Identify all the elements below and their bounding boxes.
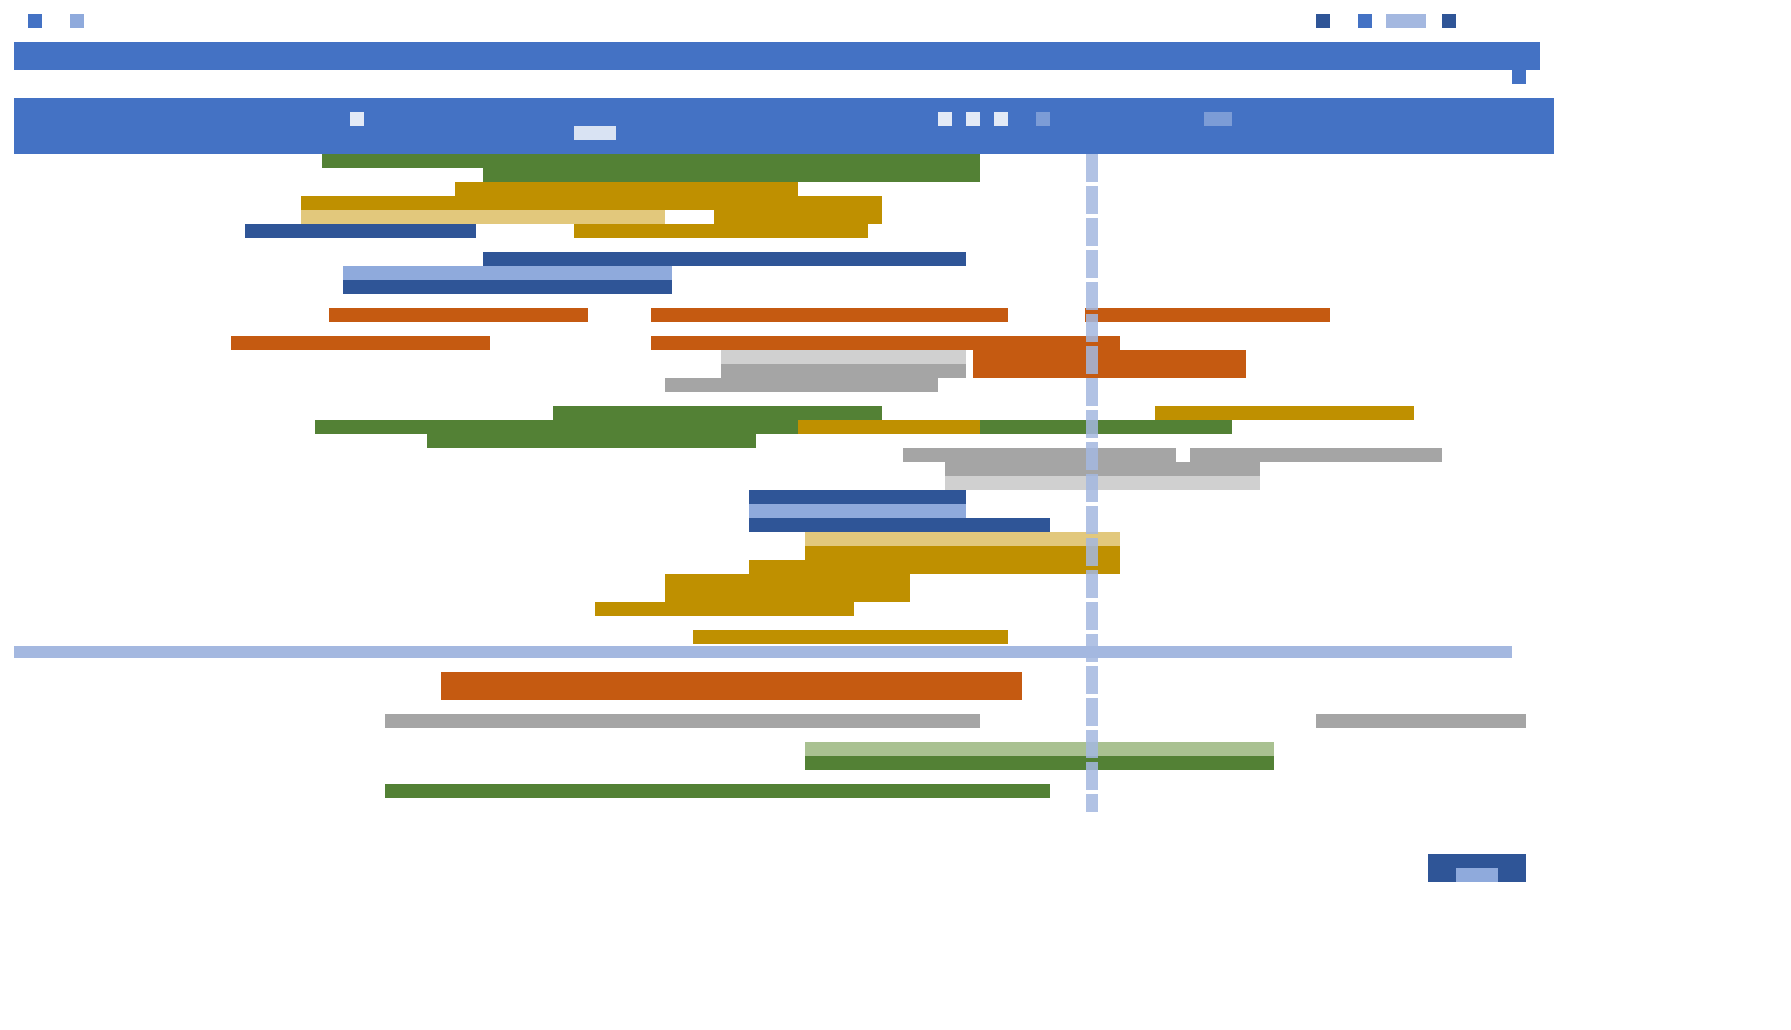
gantt-bar-row-2-0[interactable] bbox=[455, 182, 798, 196]
gantt-bar-row-27-0[interactable] bbox=[805, 532, 1120, 546]
timeline-tick-3 bbox=[938, 112, 952, 126]
timeline-tick-6 bbox=[1036, 112, 1050, 126]
gantt-bar-row-19-0[interactable] bbox=[315, 420, 798, 434]
legend-swatch-highlight bbox=[1456, 868, 1498, 882]
gantt-bar-row-19-2[interactable] bbox=[980, 420, 1232, 434]
timeline-header bbox=[14, 98, 1554, 154]
timeline-tick-5 bbox=[994, 112, 1008, 126]
gantt-bar-row-34-0[interactable] bbox=[693, 630, 1008, 644]
corner-mark-dark bbox=[28, 14, 42, 28]
gantt-bar-row-18-1[interactable] bbox=[1155, 406, 1414, 420]
toolbar-mark-3 bbox=[1386, 14, 1426, 28]
toolbar-mark-1 bbox=[1316, 14, 1330, 28]
gantt-bar-row-24-0[interactable] bbox=[749, 490, 966, 504]
gantt-bar-row-32-0[interactable] bbox=[595, 602, 854, 616]
gantt-bar-row-13-1[interactable] bbox=[651, 336, 1120, 350]
gantt-bar-row-29-0[interactable] bbox=[749, 560, 1120, 574]
gantt-bar-row-21-1[interactable] bbox=[1190, 448, 1442, 462]
gantt-bar-row-23-0[interactable] bbox=[945, 476, 1260, 490]
gantt-bar-row-40-0[interactable] bbox=[385, 714, 980, 728]
timeline-tick-1 bbox=[350, 112, 364, 126]
gantt-bar-row-22-0[interactable] bbox=[945, 462, 1260, 476]
gantt-bar-row-38-0[interactable] bbox=[441, 686, 1022, 700]
gantt-bar-row-5-1[interactable] bbox=[574, 224, 868, 238]
gantt-bar-row-43-0[interactable] bbox=[805, 756, 1274, 770]
gantt-bar-row-11-1[interactable] bbox=[651, 308, 1008, 322]
gantt-bar-row-37-0[interactable] bbox=[441, 672, 1022, 686]
timeline-tick-4 bbox=[966, 112, 980, 126]
header-band-top bbox=[14, 42, 1540, 70]
gantt-bar-row-15-1[interactable] bbox=[973, 364, 1246, 378]
gantt-bar-row-30-0[interactable] bbox=[665, 574, 910, 588]
gantt-bar-row-31-0[interactable] bbox=[665, 588, 910, 602]
section-divider bbox=[14, 646, 1512, 658]
gantt-bar-row-0-0[interactable] bbox=[322, 154, 980, 168]
gantt-bar-row-8-0[interactable] bbox=[343, 266, 672, 280]
gantt-bar-row-19-1[interactable] bbox=[798, 420, 980, 434]
toolbar-mark-4 bbox=[1442, 14, 1456, 28]
header-band-top-tab bbox=[1512, 70, 1526, 84]
gantt-bar-row-40-1[interactable] bbox=[1316, 714, 1526, 728]
gantt-bar-row-14-1[interactable] bbox=[973, 350, 1246, 364]
gantt-bar-row-28-0[interactable] bbox=[805, 546, 1120, 560]
gantt-bar-row-18-0[interactable] bbox=[553, 406, 882, 420]
gantt-bar-row-21-0[interactable] bbox=[903, 448, 1176, 462]
gantt-bar-row-45-0[interactable] bbox=[385, 784, 1050, 798]
gantt-bar-row-16-0[interactable] bbox=[665, 378, 938, 392]
gantt-bar-row-9-0[interactable] bbox=[343, 280, 672, 294]
gantt-bar-row-11-0[interactable] bbox=[329, 308, 588, 322]
gantt-bar-row-11-2[interactable] bbox=[1085, 308, 1330, 322]
gantt-bar-row-42-0[interactable] bbox=[805, 742, 1274, 756]
gantt-bar-row-20-0[interactable] bbox=[427, 434, 756, 448]
gantt-bar-row-4-1[interactable] bbox=[714, 210, 882, 224]
timeline-tick-2 bbox=[574, 126, 616, 140]
gantt-bar-row-15-0[interactable] bbox=[721, 364, 966, 378]
timeline-tick-7 bbox=[1204, 112, 1232, 126]
corner-mark-light bbox=[70, 14, 84, 28]
gantt-bar-row-1-0[interactable] bbox=[483, 168, 980, 182]
gantt-bar-row-25-0[interactable] bbox=[749, 504, 966, 518]
gantt-bar-row-13-0[interactable] bbox=[231, 336, 490, 350]
toolbar-mark-2 bbox=[1358, 14, 1372, 28]
gantt-bar-row-14-0[interactable] bbox=[721, 350, 966, 364]
gantt-bar-row-7-0[interactable] bbox=[483, 252, 966, 266]
gantt-bar-row-5-0[interactable] bbox=[245, 224, 476, 238]
gantt-bar-row-3-0[interactable] bbox=[301, 196, 882, 210]
gantt-bar-row-26-0[interactable] bbox=[749, 518, 1050, 532]
gantt-bar-row-4-0[interactable] bbox=[301, 210, 665, 224]
